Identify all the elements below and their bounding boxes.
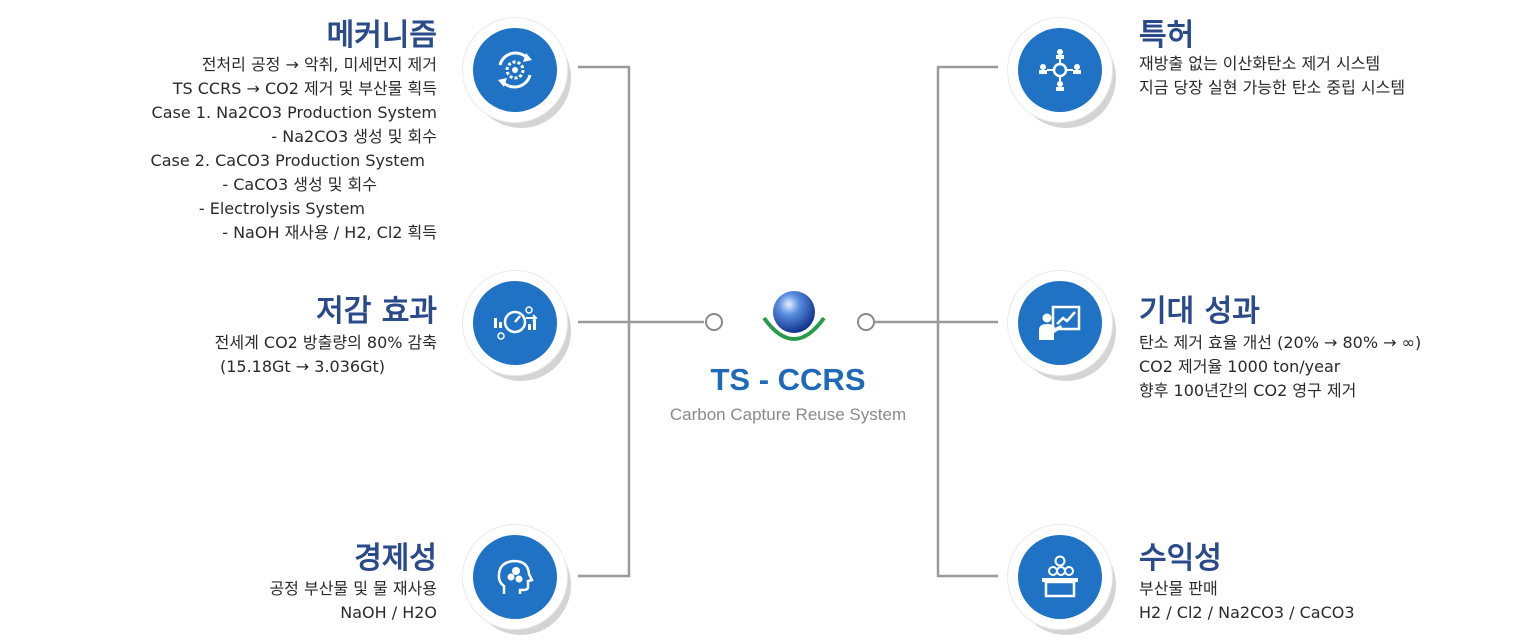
economy-text: 공정 부산물 및 물 재사용 NaOH / H2O bbox=[269, 577, 437, 625]
expected-line: 탄소 제거 효율 개선 (20% → 80% → ∞) bbox=[1139, 333, 1422, 352]
center-title: TS - CCRS bbox=[710, 362, 866, 397]
reduction-text: 전세계 CO2 방출량의 80% 감축 (15.18Gt → 3.036Gt) bbox=[215, 331, 437, 379]
mechanism-line: Case 2. CaCO3 Production System bbox=[150, 151, 425, 170]
economy-line: NaOH / H2O bbox=[340, 603, 437, 622]
reduction-node bbox=[463, 271, 571, 381]
mechanism-line: - NaOH 재사용 / H2, Cl2 획득 bbox=[222, 223, 437, 242]
reduction-line: 전세계 CO2 방출량의 80% 감축 bbox=[214, 333, 437, 352]
patent-title: 특허 bbox=[1139, 18, 1195, 53]
economy-title: 경제성 bbox=[354, 541, 437, 576]
mechanism-line: TS CCRS → CO2 제거 및 부산물 획득 bbox=[172, 79, 437, 98]
economy-node bbox=[463, 525, 571, 635]
expected-title: 기대 성과 bbox=[1139, 294, 1260, 329]
expected-text: 탄소 제거 효율 개선 (20% → 80% → ∞) CO2 제거율 1000… bbox=[1139, 331, 1421, 403]
expected-node bbox=[1008, 271, 1116, 381]
mechanism-title: 메커니즘 bbox=[326, 18, 437, 53]
mechanism-line: Case 1. Na2CO3 Production System bbox=[151, 103, 437, 122]
globe-logo-icon bbox=[762, 291, 826, 341]
head-money-icon bbox=[497, 559, 534, 594]
patent-line: 재방출 없는 이산화탄소 제거 시스템 bbox=[1139, 54, 1381, 73]
reduction-title: 저감 효과 bbox=[316, 294, 437, 329]
mechanism-node bbox=[463, 18, 571, 128]
profit-text: 부산물 판매 H2 / Cl2 / Na2CO3 / CaCO3 bbox=[1139, 577, 1355, 625]
mechanism-line: - Electrolysis System bbox=[198, 199, 365, 218]
mechanism-line: - CaCO3 생성 및 회수 bbox=[222, 175, 377, 194]
profit-title: 수익성 bbox=[1139, 541, 1222, 576]
right-connector-dot bbox=[857, 313, 875, 331]
gear-cycle-icon bbox=[498, 51, 532, 89]
coins-box-icon bbox=[1042, 555, 1078, 598]
mechanism-line: - Na2CO3 생성 및 회수 bbox=[271, 127, 437, 146]
economy-line: 공정 부산물 및 물 재사용 bbox=[269, 579, 437, 598]
expected-line: CO2 제거율 1000 ton/year bbox=[1139, 357, 1341, 376]
patent-text: 재방출 없는 이산화탄소 제거 시스템 지금 당장 실현 가능한 탄소 중립 시… bbox=[1139, 52, 1405, 100]
network-people-icon bbox=[1039, 49, 1081, 91]
expected-line: 향후 100년간의 CO2 영구 제거 bbox=[1139, 381, 1357, 400]
center-subtitle: Carbon Capture Reuse System bbox=[669, 405, 907, 424]
gauge-icon bbox=[494, 306, 538, 340]
profit-node bbox=[1008, 525, 1116, 635]
patent-line: 지금 당장 실현 가능한 탄소 중립 시스템 bbox=[1139, 78, 1406, 97]
patent-node bbox=[1008, 18, 1116, 128]
profit-line: 부산물 판매 bbox=[1139, 579, 1218, 598]
mechanism-line: 전처리 공정 → 악취, 미세먼지 제거 bbox=[201, 55, 437, 74]
mechanism-text: 전처리 공정 → 악취, 미세먼지 제거 TS CCRS → CO2 제거 및 … bbox=[151, 53, 437, 245]
profit-line: H2 / Cl2 / Na2CO3 / CaCO3 bbox=[1139, 603, 1355, 622]
presenter-chart-icon bbox=[1039, 305, 1081, 340]
reduction-line: (15.18Gt → 3.036Gt) bbox=[219, 357, 385, 376]
left-connector-dot bbox=[705, 313, 723, 331]
